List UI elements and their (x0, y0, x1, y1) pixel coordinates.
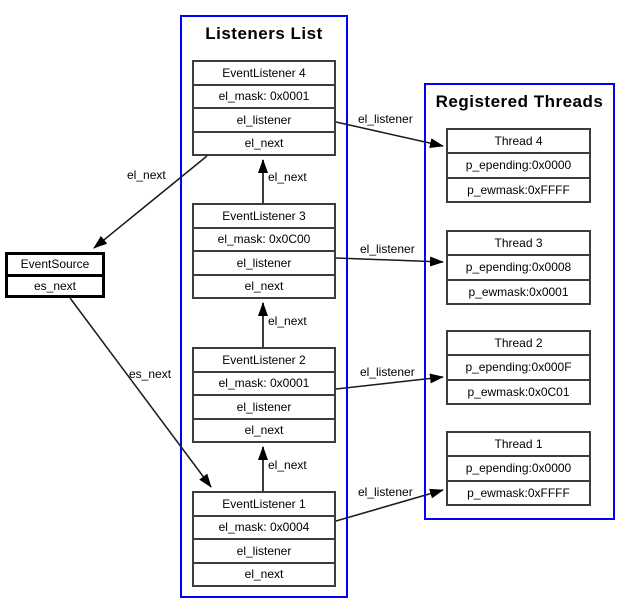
edge-label-el-listener-4: el_listener (358, 112, 413, 126)
node-title: Thread 1 (448, 433, 589, 458)
event-source-title: EventSource (8, 255, 102, 277)
node-title: EventListener 1 (194, 493, 334, 517)
thread-3-box: Thread 3 p_epending:0x0008 p_ewmask:0x00… (446, 230, 591, 305)
listeners-list-title: Listeners List (205, 24, 323, 43)
edge-label-el-next-34: el_next (268, 170, 307, 184)
edge-label-el-next-to-source: el_next (127, 168, 166, 182)
event-listener-4-box: EventListener 4 el_mask: 0x0001 el_liste… (192, 60, 336, 156)
node-field-el-listener: el_listener (194, 540, 334, 564)
event-listener-2-box: EventListener 2 el_mask: 0x0001 el_liste… (192, 347, 336, 443)
node-title: EventListener 3 (194, 205, 334, 229)
node-field-el-next: el_next (244, 279, 284, 294)
edge-label-el-listener-3: el_listener (360, 242, 415, 256)
event-listener-3-box: EventListener 3 el_mask: 0x0C00 el_liste… (192, 203, 336, 299)
node-field-el-listener: el_listener (194, 396, 334, 420)
edge-label-es-next: es_next (129, 367, 172, 381)
node-field-p-epending: p_epending:0x0000 (448, 457, 589, 482)
edge-label-el-listener-1: el_listener (358, 485, 413, 499)
node-field-p-ewmask: p_ewmask:0x0C01 (467, 384, 570, 399)
registered-threads-title: Registered Threads (435, 92, 604, 111)
event-source-box: EventSource es_next (5, 252, 105, 298)
node-title: Thread 4 (448, 130, 589, 155)
node-field-el-next: el_next (244, 136, 284, 151)
node-field-el-next: el_next (244, 567, 284, 582)
node-field-el-mask: el_mask: 0x0001 (194, 86, 334, 109)
node-title: EventListener 2 (194, 349, 334, 373)
thread-2-box: Thread 2 p_epending:0x000F p_ewmask:0x0C… (446, 330, 591, 405)
node-title: Thread 2 (448, 332, 589, 357)
node-field-p-ewmask: p_ewmask:0xFFFF (467, 485, 570, 500)
node-field-el-mask: el_mask: 0x0001 (194, 373, 334, 396)
edge-label-el-next-12: el_next (268, 458, 307, 472)
thread-4-box: Thread 4 p_epending:0x0000 p_ewmask:0xFF… (446, 128, 591, 203)
node-field-el-mask: el_mask: 0x0C00 (194, 229, 334, 252)
node-title: Thread 3 (448, 232, 589, 257)
node-field-p-epending: p_epending:0x000F (448, 356, 589, 381)
node-title: EventListener 4 (194, 62, 334, 86)
registered-threads-group: Registered Threads (424, 83, 615, 520)
node-field-el-listener: el_listener (194, 252, 334, 276)
node-field-p-ewmask: p_ewmask:0x0001 (468, 284, 569, 299)
node-field-el-mask: el_mask: 0x0004 (194, 517, 334, 540)
node-field-p-epending: p_epending:0x0000 (448, 154, 589, 179)
node-field-el-listener: el_listener (194, 109, 334, 133)
node-field-p-ewmask: p_ewmask:0xFFFF (467, 182, 570, 197)
node-field-el-next: el_next (244, 423, 284, 438)
thread-1-box: Thread 1 p_epending:0x0000 p_ewmask:0xFF… (446, 431, 591, 506)
event-source-field-es-next: es_next (33, 278, 77, 293)
node-field-p-epending: p_epending:0x0008 (448, 256, 589, 281)
edge-label-el-next-23: el_next (268, 314, 307, 328)
event-listener-1-box: EventListener 1 el_mask: 0x0004 el_liste… (192, 491, 336, 587)
edge-label-el-listener-2: el_listener (360, 365, 415, 379)
